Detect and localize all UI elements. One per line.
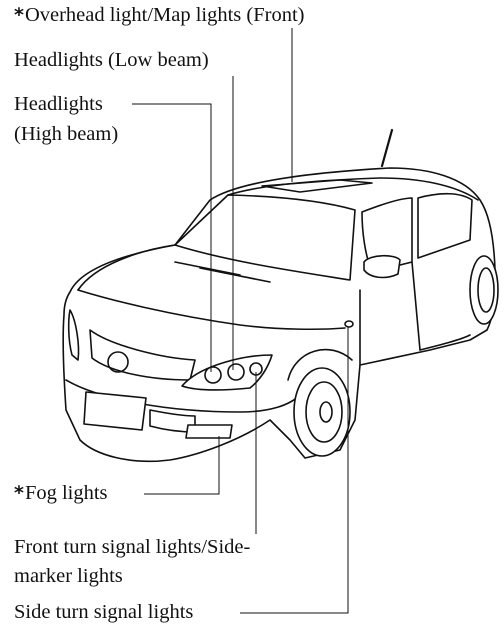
label-front-turn-line1: Front turn signal lights/Side-: [14, 535, 250, 560]
car-illustration: [63, 130, 498, 461]
label-overhead-lights: *Overhead light/Map lights (Front): [14, 3, 305, 28]
label-low-beam: Headlights (Low beam): [14, 48, 209, 73]
side-mirror: [364, 256, 400, 278]
fog-light: [186, 425, 232, 438]
label-front-turn-line2: marker lights: [14, 564, 123, 589]
antenna: [382, 130, 392, 166]
license-plate: [84, 392, 146, 430]
optional-marker: *: [14, 482, 24, 504]
fog-text: Fog lights: [25, 482, 108, 504]
label-high-beam-line2: (High beam): [14, 122, 118, 147]
label-high-beam-line1: Headlights: [14, 92, 103, 117]
label-side-turn: Side turn signal lights: [14, 600, 193, 625]
overhead-text: Overhead light/Map lights (Front): [25, 4, 305, 26]
label-fog-lights: *Fog lights: [14, 481, 108, 506]
optional-marker: *: [14, 4, 24, 26]
